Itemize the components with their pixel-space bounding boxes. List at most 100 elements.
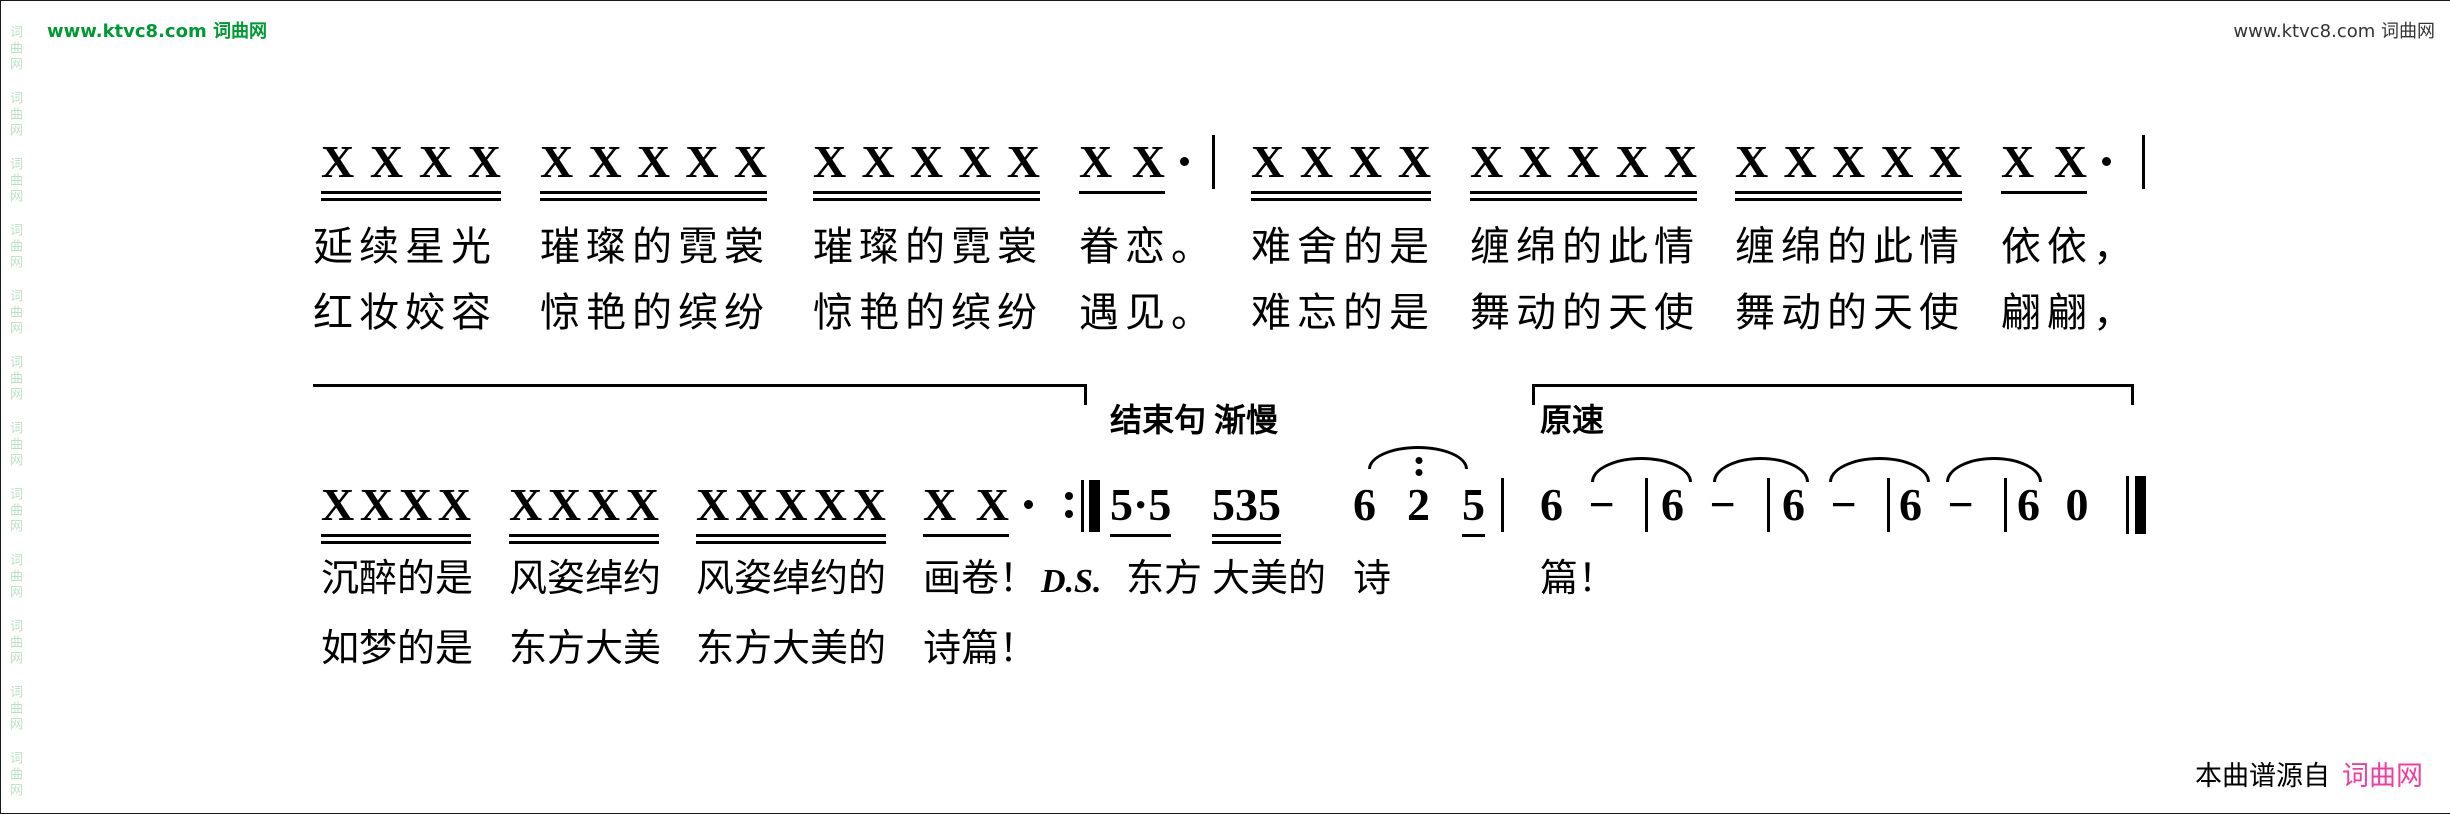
beam-underline	[813, 191, 1040, 194]
beam-underline	[1735, 191, 1962, 194]
x-note: X	[540, 136, 574, 187]
lyric-text: 惊艳的缤纷	[540, 290, 770, 335]
beam-underline	[540, 198, 767, 201]
x-note: X	[1735, 136, 1769, 187]
repeat-dot	[1065, 510, 1073, 518]
lyric-text: 舞动的天使	[1735, 290, 1965, 335]
beam-underline	[1470, 191, 1697, 194]
note-number: 6	[1353, 479, 1376, 530]
octave-dot	[1415, 469, 1422, 476]
beam-underline	[1470, 198, 1697, 201]
lyric-text: 诗	[1353, 558, 1392, 600]
augmentation-dot	[1024, 500, 1033, 509]
note-number: 5	[1462, 479, 1485, 530]
x-note: X	[321, 479, 355, 530]
beam-underline	[321, 191, 501, 194]
beam-underline	[1251, 198, 1431, 201]
lyric-text: 璀璨的霓裳	[813, 224, 1043, 269]
x-note: X	[733, 136, 767, 187]
x-note: X	[509, 479, 543, 530]
barline	[2004, 478, 2007, 532]
beam-underline	[509, 534, 659, 537]
note-number-group: 535	[1212, 482, 1281, 544]
x-note: X	[1518, 136, 1552, 187]
x-note: X	[1880, 136, 1914, 187]
beam-underline	[321, 534, 471, 537]
slur-arc	[1829, 457, 1930, 482]
note-number-group: 6 −	[1661, 482, 1736, 530]
beam-underline	[696, 541, 886, 544]
slur-arc	[1368, 446, 1468, 469]
x-note: X	[1251, 136, 1285, 187]
ending-section-label: 结束句 渐慢	[1110, 402, 1279, 438]
x-note: X	[2053, 136, 2087, 187]
lyric-text: 难忘的是	[1251, 290, 1435, 335]
note-number-group: 6 0	[2017, 482, 2089, 530]
site-link-top-right[interactable]: www.ktvc8.com 词曲网	[2233, 21, 2435, 42]
x-note: X	[586, 479, 621, 530]
footer-credit-text: 本曲谱源自	[2195, 761, 2330, 791]
note-number-group: 6 −	[1782, 482, 1857, 530]
x-note: X	[1928, 136, 1962, 187]
section-bracket	[313, 384, 1087, 405]
x-note: X	[1566, 136, 1601, 187]
x-note: X	[2001, 136, 2035, 187]
repeat-dot	[1065, 492, 1073, 500]
lyric-text: 东方	[1126, 558, 1203, 600]
x-note: X	[369, 136, 404, 187]
lyric-text: 诗篇！	[923, 628, 1038, 670]
beam-underline	[321, 198, 501, 201]
x-note: X	[398, 479, 433, 530]
footer-site-link[interactable]: 词曲网	[2342, 761, 2423, 791]
x-note: X	[1663, 136, 1697, 187]
lyric-text: 缠绵的此情	[1735, 224, 1965, 269]
final-thin-bar	[2126, 476, 2129, 534]
lyric-text: 遇见。	[1079, 290, 1217, 335]
bracket-left-tick	[1532, 387, 1535, 405]
lyric-text: 大美的	[1212, 558, 1327, 600]
x-note: X	[1783, 136, 1817, 187]
x-note: X	[735, 479, 769, 530]
beam-underline	[813, 198, 1040, 201]
x-note: X	[852, 479, 886, 530]
left-watermark-text: 词曲网 词曲网 词曲网 词曲网 词曲网 词曲网 词曲网 词曲网 词曲网 词曲网 …	[7, 25, 22, 799]
original-tempo-label: 原速	[1540, 402, 1605, 438]
x-note: X	[1006, 136, 1040, 187]
x-note: X	[1079, 136, 1113, 187]
lyric-text: 惊艳的缤纷	[813, 290, 1043, 335]
x-note: X	[923, 479, 957, 530]
slur-arc	[1946, 457, 2042, 482]
x-note: X	[1299, 136, 1334, 187]
x-note: X	[813, 479, 847, 530]
x-note: X	[1131, 136, 1165, 187]
beam-underline	[1079, 191, 1165, 194]
section-bracket	[1532, 384, 2134, 405]
note-number-group: 2	[1407, 457, 1430, 530]
beam-underline	[540, 191, 767, 194]
x-note: X	[1397, 136, 1431, 187]
lyric-text: 风姿绰约的	[696, 558, 887, 600]
x-note: X	[1348, 136, 1383, 187]
site-link-top-left[interactable]: www.ktvc8.com 词曲网	[47, 21, 267, 42]
note-number: 6 0	[2017, 479, 2089, 530]
beam-underline	[1735, 198, 1962, 201]
lyric-text: 延续星光	[313, 224, 497, 269]
lyric-text: 东方大美	[509, 628, 662, 670]
x-note: X	[1470, 136, 1504, 187]
slur-arc	[1713, 457, 1809, 482]
augmentation-dot	[2102, 157, 2111, 166]
x-note: X	[958, 136, 992, 187]
x-note: X	[909, 136, 944, 187]
x-note: X	[625, 479, 659, 530]
lyric-text: 东方大美的	[696, 628, 887, 670]
x-note: X	[359, 479, 394, 530]
